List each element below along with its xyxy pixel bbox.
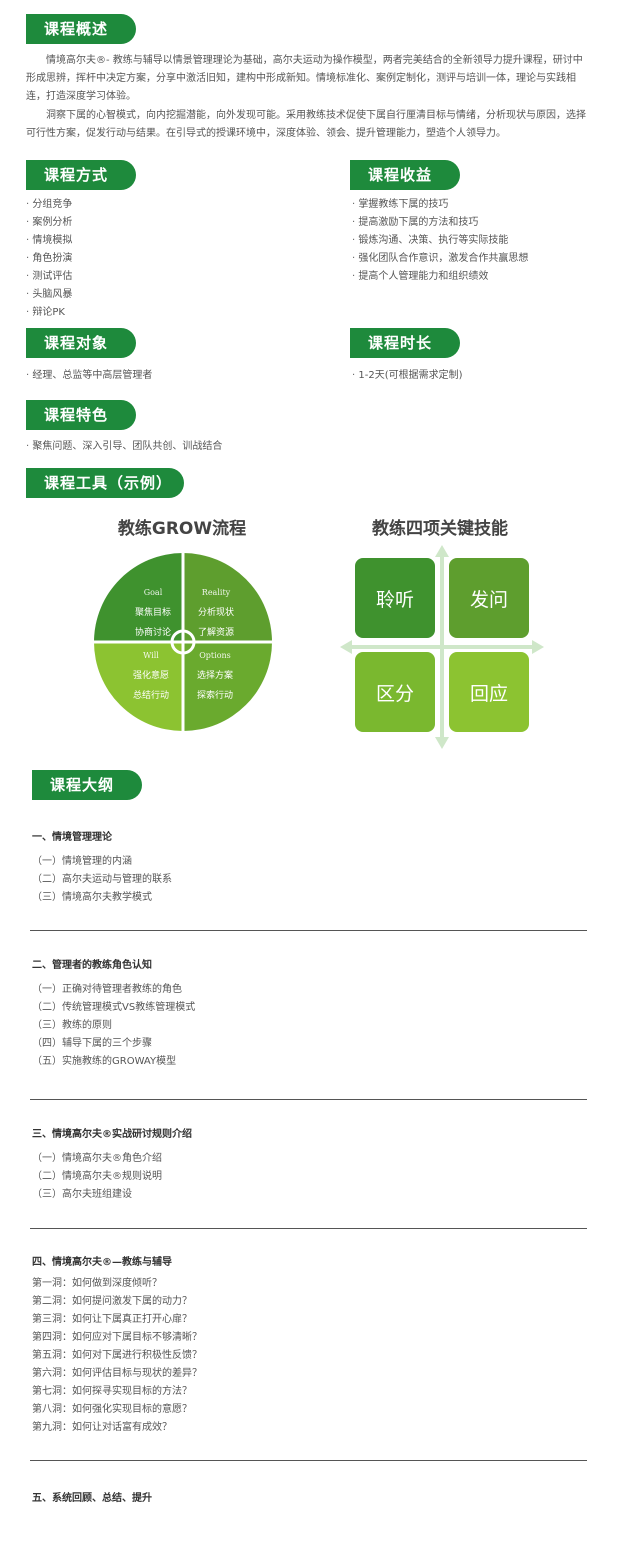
grow-title: 教练GROW流程	[117, 519, 247, 539]
grow-will-text: Will 强化意愿 总结行动	[116, 646, 186, 706]
outline-heading-2: 二、管理者的教练角色认知	[32, 960, 152, 971]
outline-heading-4: 四、情境高尔夫®—教练与辅导	[32, 1257, 172, 1268]
outline-title: 课程大纲	[32, 770, 142, 800]
arrow-right-icon	[532, 640, 544, 654]
list-item: 第六洞：如何评估目标与现状的差异？	[32, 1368, 202, 1379]
list-item: （三）教练的原则	[32, 1020, 112, 1031]
methods-list: 分组竞争 案例分析 情境模拟 角色扮演 测试评估 头脑风暴 辩论PK	[26, 196, 72, 322]
grow-quadrant-will	[94, 642, 183, 731]
grow-quadrant-reality	[183, 553, 272, 642]
grow-quadrant-goal	[94, 553, 183, 642]
divider	[30, 1228, 587, 1229]
skills-title: 教练四项关键技能	[372, 519, 508, 539]
list-item: 角色扮演	[26, 250, 72, 268]
list-item: 1-2天(可根据需求定制)	[352, 367, 462, 385]
outline-list-2: （一）正确对待管理者教练的角色 （二）传统管理模式VS教练管理模式 （三）教练的…	[32, 981, 195, 1071]
list-item: 案例分析	[26, 214, 72, 232]
list-item: （一）情境高尔夫®角色介绍	[32, 1153, 162, 1164]
grow-options-line2: 探索行动	[196, 691, 233, 701]
list-item: 提高激励下属的方法和技巧	[352, 214, 528, 232]
list-item: 情境模拟	[26, 232, 72, 250]
list-item: 第三洞：如何让下属真正打开心扉？	[32, 1314, 192, 1325]
divider	[30, 1460, 587, 1461]
audience-list: 经理、总监等中高层管理者	[26, 367, 152, 385]
list-item: 第七洞：如何探寻实现目标的方法？	[32, 1386, 192, 1397]
list-item: （二）传统管理模式VS教练管理模式	[32, 1002, 196, 1013]
skill-box: 回应	[449, 652, 529, 732]
divider	[30, 1099, 587, 1100]
features-title: 课程特色	[26, 400, 136, 430]
grow-quadrant-options	[183, 642, 272, 731]
overview-title: 课程概述	[26, 14, 136, 44]
grow-options-text: Options 选择方案 探索行动	[180, 646, 250, 706]
outline-list-3: （一）情境高尔夫®角色介绍 （二）情境高尔夫®规则说明 （三）高尔夫班组建设	[32, 1150, 162, 1204]
grow-reality-label: Reality	[201, 588, 231, 597]
list-item: （一）正确对待管理者教练的角色	[32, 984, 182, 995]
outline-heading-3: 三、情境高尔夫®实战研讨规则介绍	[32, 1129, 192, 1140]
list-item: 掌握教练下属的技巧	[352, 196, 528, 214]
grow-will-line1: 强化意愿	[132, 671, 169, 681]
list-item: （二）高尔夫运动与管理的联系	[32, 874, 172, 885]
skill-box: 聆听	[355, 558, 435, 638]
list-item: （一）情境管理的内涵	[32, 856, 132, 867]
skills-axes	[340, 545, 544, 749]
divider	[30, 930, 587, 931]
skill-box: 区分	[355, 652, 435, 732]
list-item: （三）高尔夫班组建设	[32, 1189, 132, 1200]
benefits-list: 掌握教练下属的技巧 提高激励下属的方法和技巧 锻炼沟通、决策、执行等实际技能 强…	[352, 196, 528, 286]
list-item: 头脑风暴	[26, 286, 72, 304]
grow-will-label: Will	[143, 651, 159, 660]
list-item: 测试评估	[26, 268, 72, 286]
arrow-down-icon	[435, 737, 449, 749]
grow-center-ring	[170, 629, 196, 655]
duration-list: 1-2天(可根据需求定制)	[352, 367, 462, 385]
list-item: （四）辅导下属的三个步骤	[32, 1038, 152, 1049]
list-item: （五）实施教练的GROWAY模型	[32, 1056, 177, 1067]
grow-goal-line1: 聚焦目标	[134, 608, 171, 618]
overview-paragraph-1: 情境高尔夫®- 教练与辅导以情景管理理论为基础，高尔夫运动为操作模型，两者完美结…	[26, 55, 583, 102]
grow-reality-line2: 了解资源	[197, 628, 234, 638]
grow-options-line1: 选择方案	[196, 671, 233, 681]
grow-goal-label: Goal	[143, 588, 163, 597]
outline-list-1: （一）情境管理的内涵 （二）高尔夫运动与管理的联系 （三）情境高尔夫教学模式	[32, 853, 172, 907]
grow-goal-line2: 协商讨论	[134, 628, 171, 638]
arrow-up-icon	[435, 545, 449, 557]
list-item: 提高个人管理能力和组织绩效	[352, 268, 528, 286]
list-item: 第一洞：如何做到深度倾听？	[32, 1278, 162, 1289]
grow-reality-text: Reality 分析现状 了解资源	[181, 583, 251, 643]
list-item: 第四洞：如何应对下属目标不够清晰？	[32, 1332, 202, 1343]
list-item: 第八洞：如何强化实现目标的意愿？	[32, 1404, 192, 1415]
duration-title: 课程时长	[350, 328, 460, 358]
methods-title: 课程方式	[26, 160, 136, 190]
grow-reality-line1: 分析现状	[197, 608, 234, 618]
list-item: 强化团队合作意识，激发合作共赢思想	[352, 250, 528, 268]
list-item: 锻炼沟通、决策、执行等实际技能	[352, 232, 528, 250]
list-item: 聚焦问题、深入引导、团队共创、训战结合	[26, 438, 222, 456]
list-item: 第二洞：如何提问激发下属的动力？	[32, 1296, 192, 1307]
list-item: （二）情境高尔夫®规则说明	[32, 1171, 162, 1182]
grow-options-label: Options	[199, 651, 231, 660]
list-item: 第九洞：如何让对话富有成效？	[32, 1422, 172, 1433]
outline-heading-5: 五、系统回顾、总结、提升	[32, 1493, 152, 1504]
tools-title: 课程工具（示例）	[26, 468, 184, 498]
list-item: （三）情境高尔夫教学模式	[32, 892, 152, 903]
list-item: 分组竞争	[26, 196, 72, 214]
grow-will-line2: 总结行动	[132, 691, 169, 701]
skill-box: 发问	[449, 558, 529, 638]
benefits-title: 课程收益	[350, 160, 460, 190]
list-item: 辩论PK	[26, 304, 72, 322]
outline-heading-1: 一、情境管理理论	[32, 832, 112, 843]
features-list: 聚焦问题、深入引导、团队共创、训战结合	[26, 438, 222, 456]
list-item: 第五洞：如何对下属进行积极性反馈？	[32, 1350, 202, 1361]
outline-list-4: 第一洞：如何做到深度倾听？ 第二洞：如何提问激发下属的动力？ 第三洞：如何让下属…	[32, 1275, 202, 1437]
audience-title: 课程对象	[26, 328, 136, 358]
grow-goal-text: Goal 聚焦目标 协商讨论	[118, 583, 188, 643]
arrow-left-icon	[340, 640, 352, 654]
grow-diagram	[94, 553, 272, 731]
overview-paragraph-2: 洞察下属的心智模式，向内挖掘潜能，向外发现可能。采用教练技术促使下属自行厘清目标…	[26, 110, 586, 139]
list-item: 经理、总监等中高层管理者	[26, 367, 152, 385]
